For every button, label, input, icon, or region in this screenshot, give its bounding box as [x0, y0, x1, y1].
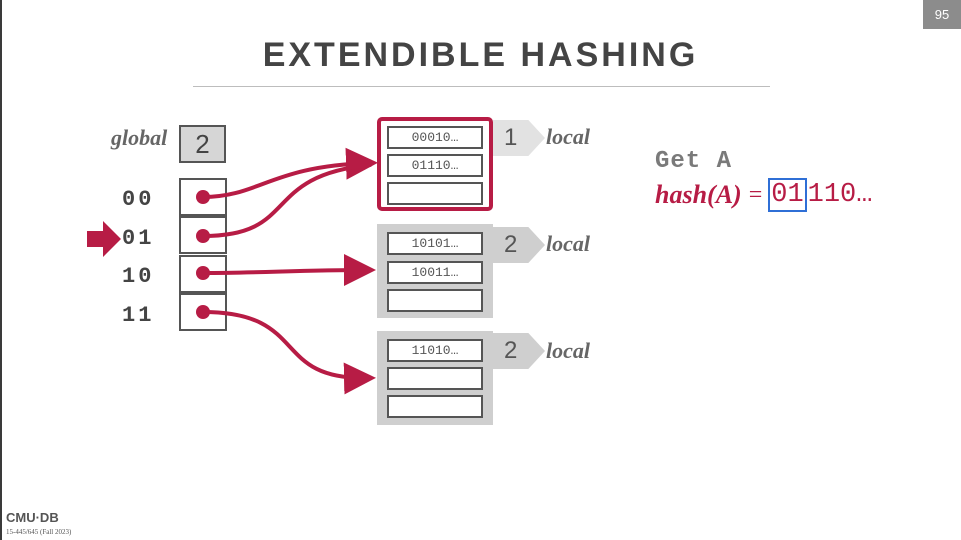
directory-label-00: 00 — [122, 187, 155, 212]
bucket-3-local-label: local — [546, 338, 590, 363]
pointer-dot-01 — [196, 229, 210, 243]
pointer-00-to-bucket-1 — [201, 147, 378, 199]
bucket-1: 00010… 01110… — [377, 117, 493, 211]
pointer-10-to-bucket-2 — [201, 254, 376, 287]
bucket-3-slot-2 — [387, 367, 483, 390]
cmu-db-logo: CMU·DB — [6, 510, 59, 525]
bucket-2-local-label: local — [546, 231, 590, 256]
bucket-1-local-label: local — [546, 124, 590, 149]
bucket-3-slot-1: 11010… — [387, 339, 483, 362]
slide-title: EXTENDIBLE HASHING — [262, 36, 699, 74]
page-number: 95 — [923, 0, 961, 29]
bucket-2-slot-3 — [387, 289, 483, 312]
pointer-01-to-bucket-1 — [201, 163, 372, 238]
bucket-1-slot-1: 00010… — [387, 126, 483, 149]
title-divider — [193, 86, 770, 87]
active-entry-arrow-icon — [87, 221, 121, 257]
pointer-dot-00 — [196, 190, 210, 204]
directory-label-01: 01 — [122, 226, 155, 251]
bucket-2-slot-1: 10101… — [387, 232, 483, 255]
hash-prefix-bits: 01 — [768, 178, 807, 212]
bucket-2-slot-2: 10011… — [387, 261, 483, 284]
global-depth-box: 2 — [179, 125, 226, 163]
directory-label-11: 11 — [122, 303, 155, 328]
hash-equals: = — [748, 181, 763, 208]
bucket-2: 10101… 10011… — [377, 224, 493, 318]
pointer-11-to-bucket-3 — [201, 310, 376, 395]
slide-left-edge — [0, 0, 2, 540]
query-operation: Get A — [655, 148, 733, 175]
bucket-3-slot-3 — [387, 395, 483, 418]
bucket-1-slot-2: 01110… — [387, 154, 483, 177]
bucket-3: 11010… — [377, 331, 493, 425]
directory-label-10: 10 — [122, 264, 155, 289]
bucket-1-slot-3 — [387, 182, 483, 205]
hash-remaining-bits: 110… — [807, 180, 873, 210]
hash-expression: hash(A) = 01 110… — [655, 178, 872, 212]
pointer-dot-10 — [196, 266, 210, 280]
global-label: global — [111, 125, 168, 150]
hash-function: hash(A) — [655, 180, 742, 209]
course-label: 15-445/645 (Fall 2023) — [6, 528, 72, 536]
pointer-dot-11 — [196, 305, 210, 319]
